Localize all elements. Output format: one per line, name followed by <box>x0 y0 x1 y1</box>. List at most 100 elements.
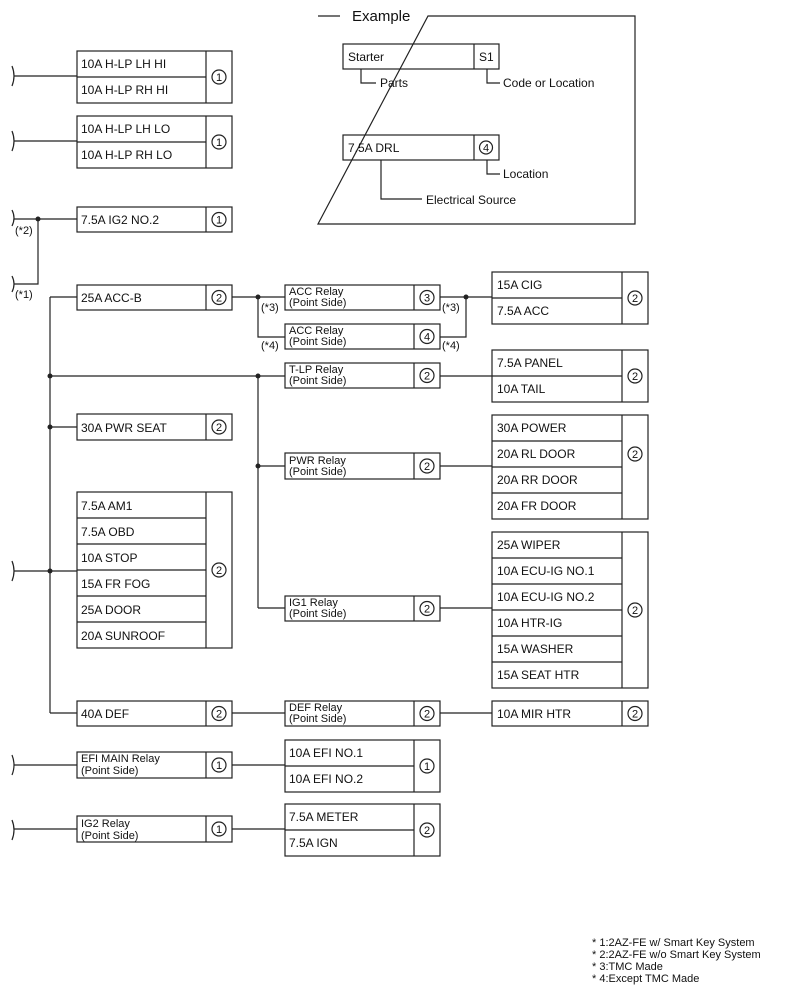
left-fuse-texts: 10A H-LP LH HI 10A H-LP RH HI 1 10A H-LP… <box>81 57 222 721</box>
relay-sublabel: (Point Side) <box>289 713 346 725</box>
mark-star-2: (*2) <box>15 225 33 237</box>
fuse-label: 10A H-LP LH HI <box>81 57 166 71</box>
location-caption: Location <box>503 167 548 181</box>
location-number: 2 <box>632 371 638 383</box>
example-location-circle <box>478 140 494 155</box>
fuse-label: 7.5A IG2 NO.2 <box>81 213 159 227</box>
fuse-label: 7.5A OBD <box>81 525 135 539</box>
location-number: 2 <box>216 565 222 577</box>
fuse-label: 20A RL DOOR <box>497 447 576 461</box>
source-brackets <box>11 65 15 841</box>
mark-star-4-right: (*4) <box>442 340 460 352</box>
example-panel <box>317 15 636 225</box>
fuse-label: 10A ECU-IG NO.2 <box>497 590 595 604</box>
variant-marks: (*2) (*1) (*3) (*4) (*3) (*4) <box>15 225 460 352</box>
source-caption: Electrical Source <box>426 193 516 207</box>
location-number: 2 <box>632 709 638 721</box>
fuse-label: 25A ACC-B <box>81 291 142 305</box>
junction-dots <box>35 216 469 574</box>
relay-label: PWR Relay <box>289 455 346 467</box>
fuse-label: 10A H-LP LH LO <box>81 122 170 136</box>
parts-caption: Parts <box>380 76 408 90</box>
location-number: 2 <box>424 461 430 473</box>
relay-label: IG1 Relay <box>289 597 338 609</box>
relay-label: IG2 Relay <box>81 818 130 830</box>
relay-sublabel: (Point Side) <box>289 608 346 620</box>
relay-sublabel: (Point Side) <box>289 336 346 348</box>
example-drl-code: 4 <box>483 143 489 155</box>
mark-star-3-right: (*3) <box>442 302 460 314</box>
footnotes: * 1:2AZ-FE w/ Smart Key System * 2:2AZ-F… <box>592 937 761 985</box>
location-leader <box>486 160 500 175</box>
location-number: 1 <box>424 761 430 773</box>
left-wiring <box>14 75 285 830</box>
parts-leader <box>360 69 376 84</box>
example-title: Example <box>352 8 410 25</box>
location-number: 2 <box>216 422 222 434</box>
fuse-label: 15A FR FOG <box>81 577 150 591</box>
location-number: 2 <box>632 449 638 461</box>
fuse-label: 25A DOOR <box>81 603 141 617</box>
fuse-label: 7.5A PANEL <box>497 356 563 370</box>
relay-sublabel: (Point Side) <box>81 830 138 842</box>
fuse-label: 7.5A METER <box>289 810 359 824</box>
fuse-label: 7.5A ACC <box>497 304 549 318</box>
fuse-label: 10A HTR-IG <box>497 616 562 630</box>
fuse-label: 30A PWR SEAT <box>81 421 167 435</box>
mark-star-3-left: (*3) <box>261 302 279 314</box>
fuse-label: 20A RR DOOR <box>497 473 578 487</box>
example-texts: Example Starter S1 Parts Code or Locatio… <box>348 8 594 207</box>
relay-boxes <box>284 284 441 727</box>
fuse-label: 10A ECU-IG NO.1 <box>497 564 595 578</box>
location-number: 2 <box>424 604 430 616</box>
fuse-label: 20A SUNROOF <box>81 629 165 643</box>
fuse-label: 10A MIR HTR <box>497 707 571 721</box>
fuse-label: 10A TAIL <box>497 382 546 396</box>
location-number: 2 <box>424 825 430 837</box>
fuse-label: 15A WASHER <box>497 642 574 656</box>
middle-fuse-boxes <box>284 739 441 857</box>
location-number: 1 <box>216 137 222 149</box>
code-leader <box>486 69 500 84</box>
relay-sublabel: (Point Side) <box>289 466 346 478</box>
fuse-label: 10A H-LP RH HI <box>81 83 168 97</box>
relay-texts: ACC Relay (Point Side) 3 ACC Relay (Poin… <box>81 286 430 842</box>
location-number: 2 <box>424 709 430 721</box>
source-leader <box>380 160 422 200</box>
fuse-label: 30A POWER <box>497 421 567 435</box>
fuse-label: 40A DEF <box>81 707 129 721</box>
left-fuse-boxes <box>76 50 233 843</box>
mark-star-1: (*1) <box>15 289 33 301</box>
relay-label: ACC Relay <box>289 286 344 298</box>
example-starter-box <box>342 43 500 70</box>
fuse-label: 10A EFI NO.1 <box>289 746 363 760</box>
example-starter-code: S1 <box>479 50 494 64</box>
example-starter-label: Starter <box>348 50 384 64</box>
example-drl-box <box>342 134 500 161</box>
fuse-label: 20A FR DOOR <box>497 499 577 513</box>
footnote: * 1:2AZ-FE w/ Smart Key System <box>592 937 755 949</box>
location-number: 3 <box>424 293 430 305</box>
fuse-label: 10A H-LP RH LO <box>81 148 172 162</box>
right-fuse-boxes <box>491 271 649 727</box>
mark-star-4-left: (*4) <box>261 340 279 352</box>
location-number: 4 <box>424 332 430 344</box>
relay-label: EFI MAIN Relay <box>81 753 160 765</box>
location-number: 2 <box>632 605 638 617</box>
relay-label: ACC Relay <box>289 325 344 337</box>
location-number: 1 <box>216 824 222 836</box>
fuse-label: 10A STOP <box>81 551 137 565</box>
middle-wiring <box>232 296 285 830</box>
location-number: 1 <box>216 760 222 772</box>
location-number: 1 <box>216 215 222 227</box>
fuse-label: 7.5A AM1 <box>81 499 133 513</box>
right-wiring <box>440 296 492 714</box>
fuse-label: 25A WIPER <box>497 538 561 552</box>
code-caption: Code or Location <box>503 76 594 90</box>
location-number: 2 <box>216 709 222 721</box>
footnote: * 3:TMC Made <box>592 961 663 973</box>
relay-label: DEF Relay <box>289 702 343 714</box>
location-number: 1 <box>216 72 222 84</box>
middle-fuse-texts: 10A EFI NO.1 10A EFI NO.2 1 7.5A METER 7… <box>289 746 430 850</box>
